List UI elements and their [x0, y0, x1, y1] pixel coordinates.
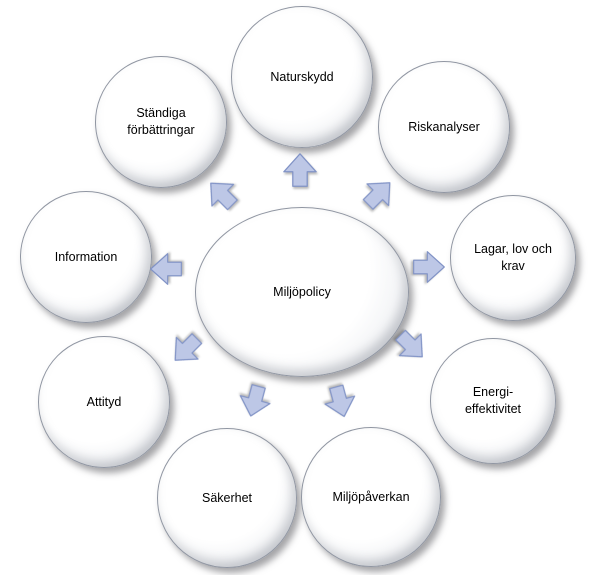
node-lagar-lov-och-krav: Lagar, lov och krav	[450, 195, 576, 321]
node-label: Attityd	[86, 394, 122, 409]
node-label: Information	[54, 249, 118, 264]
node-label: Ständiga förbättringar	[127, 106, 195, 137]
node-label: Energi- effektivitet	[464, 385, 522, 416]
arrow-left-icon	[149, 250, 185, 286]
node-standiga-forbattringar: Ständiga förbättringar	[95, 56, 227, 188]
node-naturskydd: Naturskydd	[231, 6, 373, 148]
arrow-down-left-icon	[161, 323, 212, 374]
center-node-miljopolicy: Miljöpolicy	[195, 207, 409, 377]
node-label: Säkerhet	[201, 490, 253, 505]
node-label: Naturskydd	[270, 69, 334, 84]
arrow-up-left-icon	[198, 169, 249, 220]
node-label: Lagar, lov och krav	[474, 242, 552, 273]
node-attityd: Attityd	[38, 336, 170, 468]
node-sakerhet: Säkerhet	[157, 428, 297, 568]
arrow-up-icon	[282, 152, 318, 188]
node-information: Information	[20, 191, 152, 323]
arrow-right-icon	[410, 250, 446, 286]
node-riskanalyser: Riskanalyser	[378, 61, 510, 193]
node-label: Riskanalyser	[408, 119, 480, 134]
node-energieffektivitet: Energi- effektivitet	[430, 338, 556, 464]
arrow-up-right-icon	[354, 170, 405, 221]
node-label: Miljöpåverkan	[332, 489, 410, 504]
center-node-label: Miljöpolicy	[273, 284, 331, 299]
arrow-down-slight-right-icon	[317, 379, 361, 423]
arrow-down-right-icon	[385, 321, 436, 372]
node-miljopaverkan: Miljöpåverkan	[301, 427, 441, 567]
arrow-down-slight-left-icon	[232, 378, 276, 422]
